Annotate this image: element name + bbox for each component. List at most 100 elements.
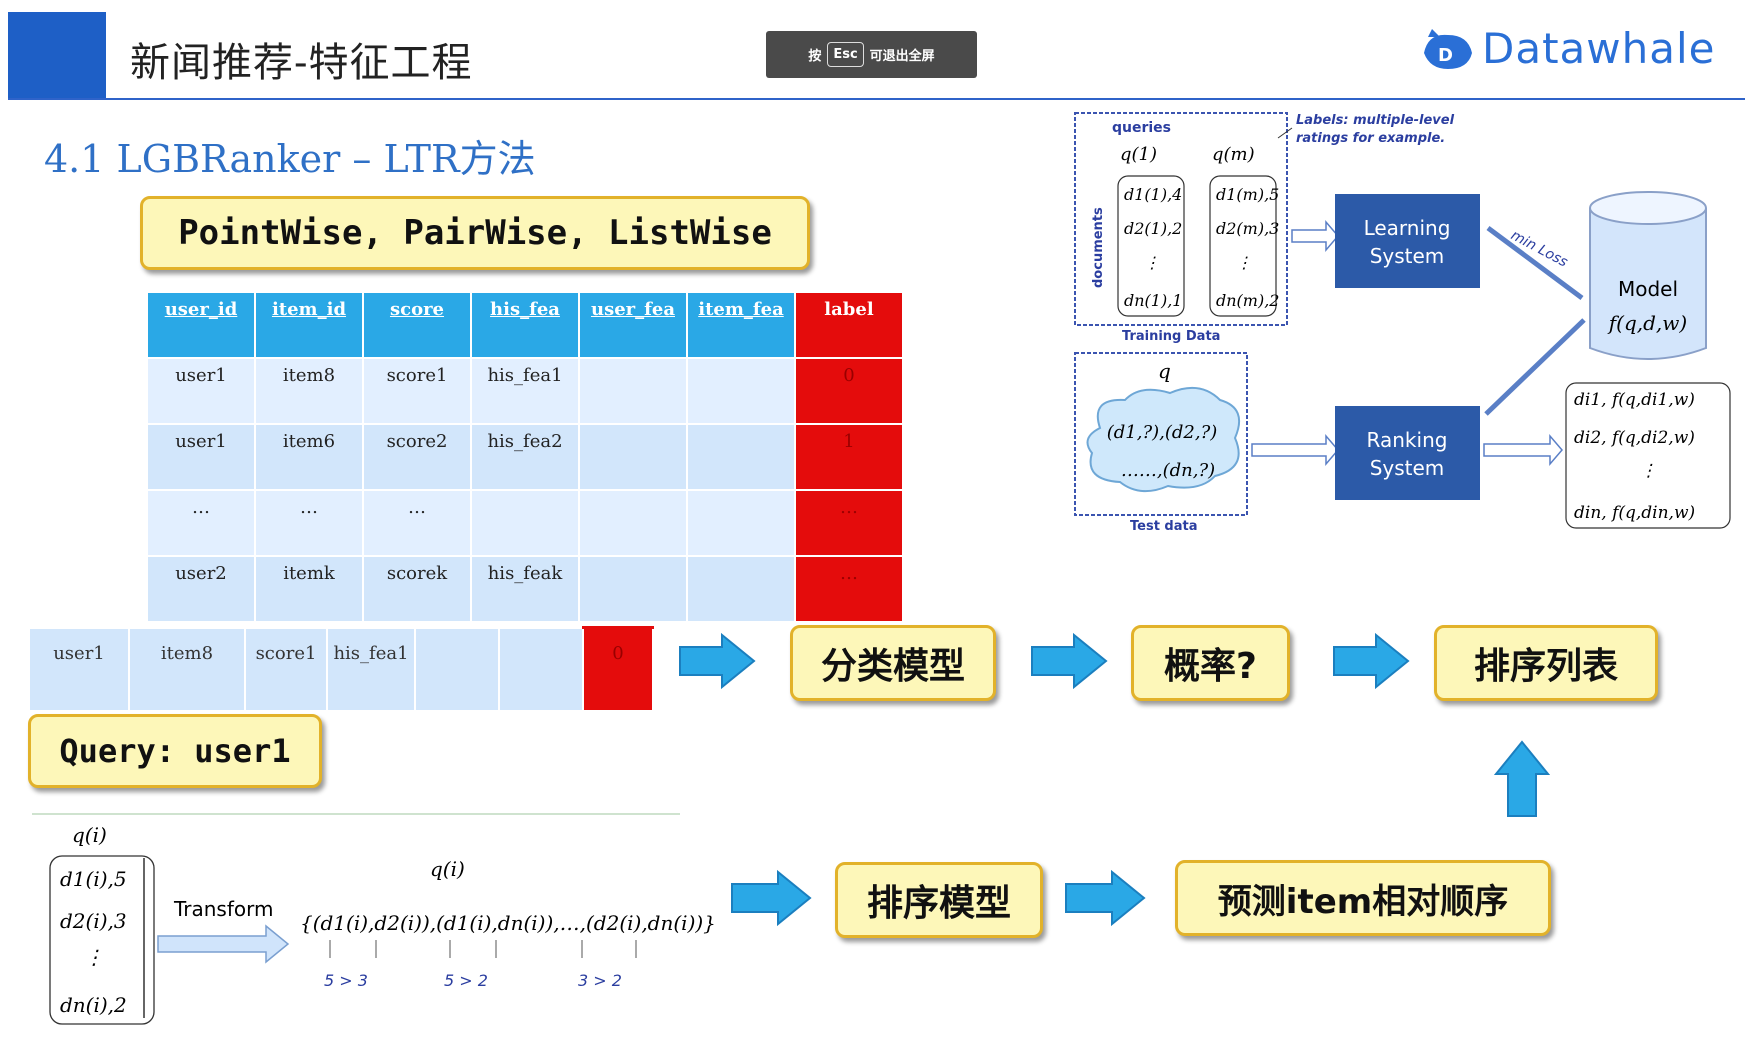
doc-col2-item: dn(m),2 (1216, 291, 1279, 310)
table-cell: his_fea2 (470, 423, 580, 491)
label-cell: … (794, 489, 904, 557)
single-row-strip: user1 item8 score1 his_fea1 0 (28, 626, 654, 712)
table-row: user1 item8 score1 his_fea1 0 (28, 626, 654, 712)
left-col-brackets (49, 855, 155, 1025)
doc-col1-item: dn(1),1 (1124, 291, 1182, 310)
table-cell: score1 (244, 626, 328, 712)
model-cylinder-top (1589, 191, 1707, 225)
table-cell: … (254, 489, 364, 557)
queries-label: queries (1112, 120, 1171, 136)
table-cell: user1 (146, 423, 256, 491)
test-data-cloud (1086, 386, 1240, 493)
doc-col2-brackets (1209, 175, 1277, 317)
doc-col1-brackets (1117, 175, 1185, 317)
feature-table: user_id item_id score his_fea user_fea i… (146, 291, 904, 623)
datawhale-logo: D Datawhale (1420, 18, 1716, 78)
doc-col2-item: d2(m),3 (1216, 219, 1279, 238)
comparison-label: 5 > 2 (444, 971, 488, 990)
table-cell (498, 626, 584, 712)
left-col-item: dn(i),2 (60, 993, 127, 1017)
table-cell (578, 555, 688, 623)
section-subtitle: 4.1 LGBRanker – LTR方法 (44, 137, 536, 181)
qm-label: q(m) (1212, 144, 1255, 165)
table-cell: his_fea1 (470, 357, 580, 425)
fullscreen-toast: 按 Esc 可退出全屏 (766, 31, 977, 78)
table-cell (470, 489, 580, 557)
labels-pointer (1277, 127, 1293, 139)
label-cell: 0 (794, 357, 904, 425)
col-item-fea: item_fea (686, 291, 796, 359)
left-col-item: d2(i),3 (60, 909, 127, 933)
table-cell (578, 489, 688, 557)
comparison-label: 3 > 2 (578, 971, 622, 990)
table-cell (686, 489, 796, 557)
table-cell: item8 (128, 626, 246, 712)
output-brackets (1565, 382, 1731, 529)
ranking-system-label: Ranking (1367, 428, 1448, 452)
transform-arrow-icon (157, 924, 290, 964)
table-cell: item8 (254, 357, 364, 425)
logo-text: Datawhale (1482, 23, 1716, 73)
learning-system-label: Learning (1364, 216, 1451, 240)
doc-col2-item: d1(m),5 (1216, 185, 1279, 204)
table-cell: user1 (146, 357, 256, 425)
output-row: di1, f(q,di1,w) (1574, 390, 1695, 410)
model-function: f(q,d,w) (1607, 311, 1687, 335)
test-q-label: q (1158, 359, 1171, 383)
table-cell: his_fea1 (326, 626, 416, 712)
ranking-system-label: System (1370, 456, 1445, 480)
right-arrow-icon (1251, 433, 1339, 467)
slide-title: 新闻推荐-特征工程 (130, 40, 473, 86)
doc-col2-item: ⋮ (1236, 253, 1252, 272)
table-cell (414, 626, 500, 712)
model-feedback-arrow (1484, 318, 1586, 416)
table-cell: item6 (254, 423, 364, 491)
q1-label: q(1) (1120, 144, 1157, 165)
right-arrow-icon (1483, 433, 1563, 467)
table-cell (578, 423, 688, 491)
right-arrow-icon (1333, 632, 1410, 690)
labels-note: ratings for example. (1296, 131, 1445, 146)
transform-label: Transform (173, 897, 273, 921)
learning-system-box (1335, 194, 1480, 288)
left-col-item: d1(i),5 (60, 867, 127, 891)
label-cell: 1 (794, 423, 904, 491)
table-cell: … (146, 489, 256, 557)
right-arrow-icon (1291, 219, 1339, 253)
test-data-label: Test data (1130, 519, 1198, 534)
table-cell: … (362, 489, 472, 557)
col-label: label (794, 291, 904, 359)
output-row: ⋮ (1640, 461, 1657, 481)
table-cell: user1 (28, 626, 130, 712)
table-cell: his_feak (470, 555, 580, 623)
table-cell: user2 (146, 555, 256, 623)
doc-col1-item: d2(1),2 (1124, 219, 1182, 238)
training-data-label: Training Data (1122, 329, 1220, 344)
documents-label: documents (1091, 207, 1106, 288)
ltr-framework-diagram: queries documents q(1) q(m) d1(1),4 d2(1… (1074, 112, 1731, 534)
table-row: user1 item8 score1 his_fea1 0 (146, 357, 904, 425)
learning-system-label: System (1370, 244, 1445, 268)
toast-prefix: 按 (808, 49, 822, 64)
query-box: Query: user1 (28, 714, 322, 788)
predict-relative-order-box: 预测item相对顺序 (1175, 860, 1551, 936)
header-accent-block (8, 12, 106, 100)
probability-box: 概率? (1131, 625, 1290, 701)
col-item-id: item_id (254, 291, 364, 359)
pairs-expression: {(d1(i),d2(i)),(d1(i),dn(i)),…,(d2(i),dn… (300, 911, 716, 935)
min-loss-arrow (1486, 225, 1584, 301)
table-cell: score2 (362, 423, 472, 491)
model-cylinder (1589, 208, 1707, 360)
svg-text:D: D (1438, 45, 1453, 66)
training-data-frame (1074, 112, 1288, 326)
label-cell: … (794, 555, 904, 623)
table-cell (686, 357, 796, 425)
header-divider (8, 98, 1745, 100)
model-label: Model (1618, 277, 1678, 301)
ltr-methods-box: PointWise, PairWise, ListWise (140, 196, 810, 270)
whale-logo-icon: D (1424, 29, 1472, 69)
right-arrow-icon (731, 869, 812, 927)
col-user-id: user_id (146, 291, 256, 359)
table-row: … … … … (146, 489, 904, 557)
output-row: di2, f(q,di2,w) (1574, 428, 1695, 448)
